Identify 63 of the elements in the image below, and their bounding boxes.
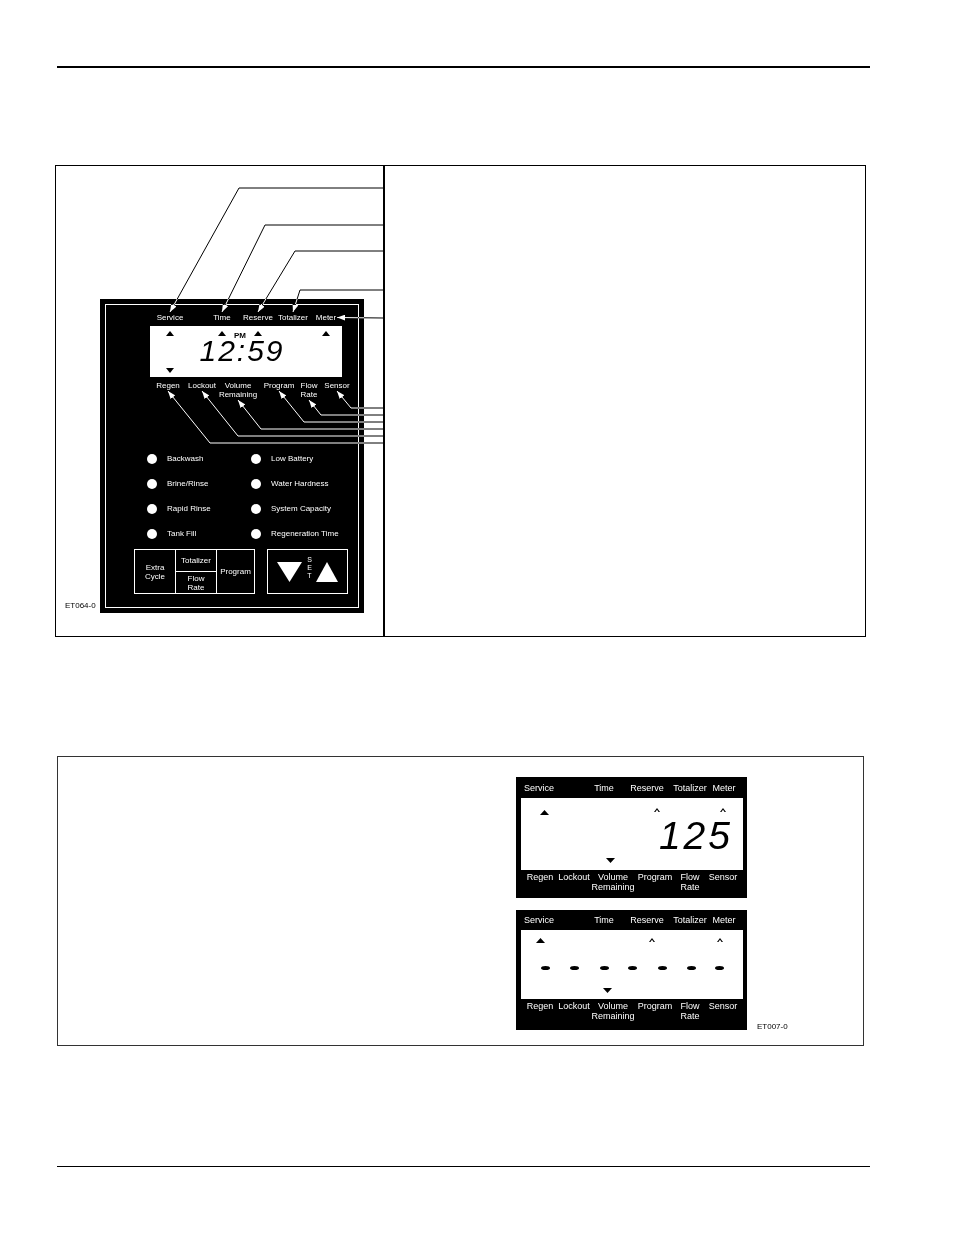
indicator-label: Brine/Rinse <box>167 479 209 488</box>
leader-line <box>308 399 384 416</box>
indicator-label: Backwash <box>167 454 204 463</box>
lcd-window <box>521 930 743 999</box>
leader-line <box>336 390 384 409</box>
display-label: Meter <box>315 313 337 322</box>
leader-line <box>169 187 384 313</box>
display-label: Volume Remaining <box>591 1001 635 1021</box>
leader-line <box>336 314 384 321</box>
figure-code: ET064-0 <box>65 601 96 610</box>
display-label: Totalizer <box>673 915 707 925</box>
display-label: Service <box>156 313 184 322</box>
display-label: Regen <box>526 872 554 882</box>
display-label: Flow Rate <box>680 872 700 892</box>
display-label: Sensor <box>324 381 350 390</box>
display-label: Sensor <box>708 1001 738 1011</box>
digit-readout: 12:59 <box>199 340 285 362</box>
display-label: Time <box>213 313 231 322</box>
panel-button: Program <box>216 549 255 594</box>
display-label: Reserve <box>243 313 273 322</box>
leader-line <box>201 390 384 437</box>
figure-code: ET007-0 <box>757 1022 788 1031</box>
indicator-label: Low Battery <box>271 454 314 463</box>
lcd-window <box>150 326 342 377</box>
display-label: Meter <box>712 783 736 793</box>
indicator-label: Water Hardness <box>271 479 329 488</box>
display-label: Program <box>637 872 673 882</box>
display-label: Reserve <box>630 783 664 793</box>
indicator-label: Regeneration Time <box>271 529 339 538</box>
display-label: Flow Rate <box>300 381 318 399</box>
display-label: Service <box>524 783 554 793</box>
display-label: Volume Remaining <box>591 872 635 892</box>
leader-line <box>237 399 384 430</box>
display-label: Totalizer <box>673 783 707 793</box>
indicator-label: Tank Fill <box>167 529 197 538</box>
leader-line <box>221 224 384 313</box>
display-label: Time <box>594 783 614 793</box>
leader-line <box>167 390 384 444</box>
leader-line <box>278 390 384 423</box>
display-label: Meter <box>712 915 736 925</box>
leader-line <box>292 289 384 313</box>
key-box <box>267 549 348 594</box>
panel-button: Extra Cycle <box>134 549 176 594</box>
display-label: Service <box>524 915 554 925</box>
digit-readout: 125 <box>658 822 733 850</box>
display-label: Program <box>637 1001 673 1011</box>
display-label: Volume Remaining <box>218 381 258 399</box>
display-label: Lockout <box>558 872 590 882</box>
display-label: Program <box>263 381 295 390</box>
indicator-label: Rapid Rinse <box>167 504 211 513</box>
display-label: Reserve <box>630 915 664 925</box>
pm-indicator: PM <box>234 331 246 340</box>
display-label: Totalizer <box>278 313 308 322</box>
display-label: Sensor <box>708 872 738 882</box>
display-label: Regen <box>156 381 180 390</box>
display-label: Lockout <box>558 1001 590 1011</box>
leader-line <box>257 250 384 313</box>
display-label: Flow Rate <box>680 1001 700 1021</box>
indicator-label: System Capacity <box>271 504 332 513</box>
display-label: Regen <box>526 1001 554 1011</box>
lcd-window <box>521 798 743 870</box>
display-label: Time <box>594 915 614 925</box>
display-label: Lockout <box>188 381 216 390</box>
